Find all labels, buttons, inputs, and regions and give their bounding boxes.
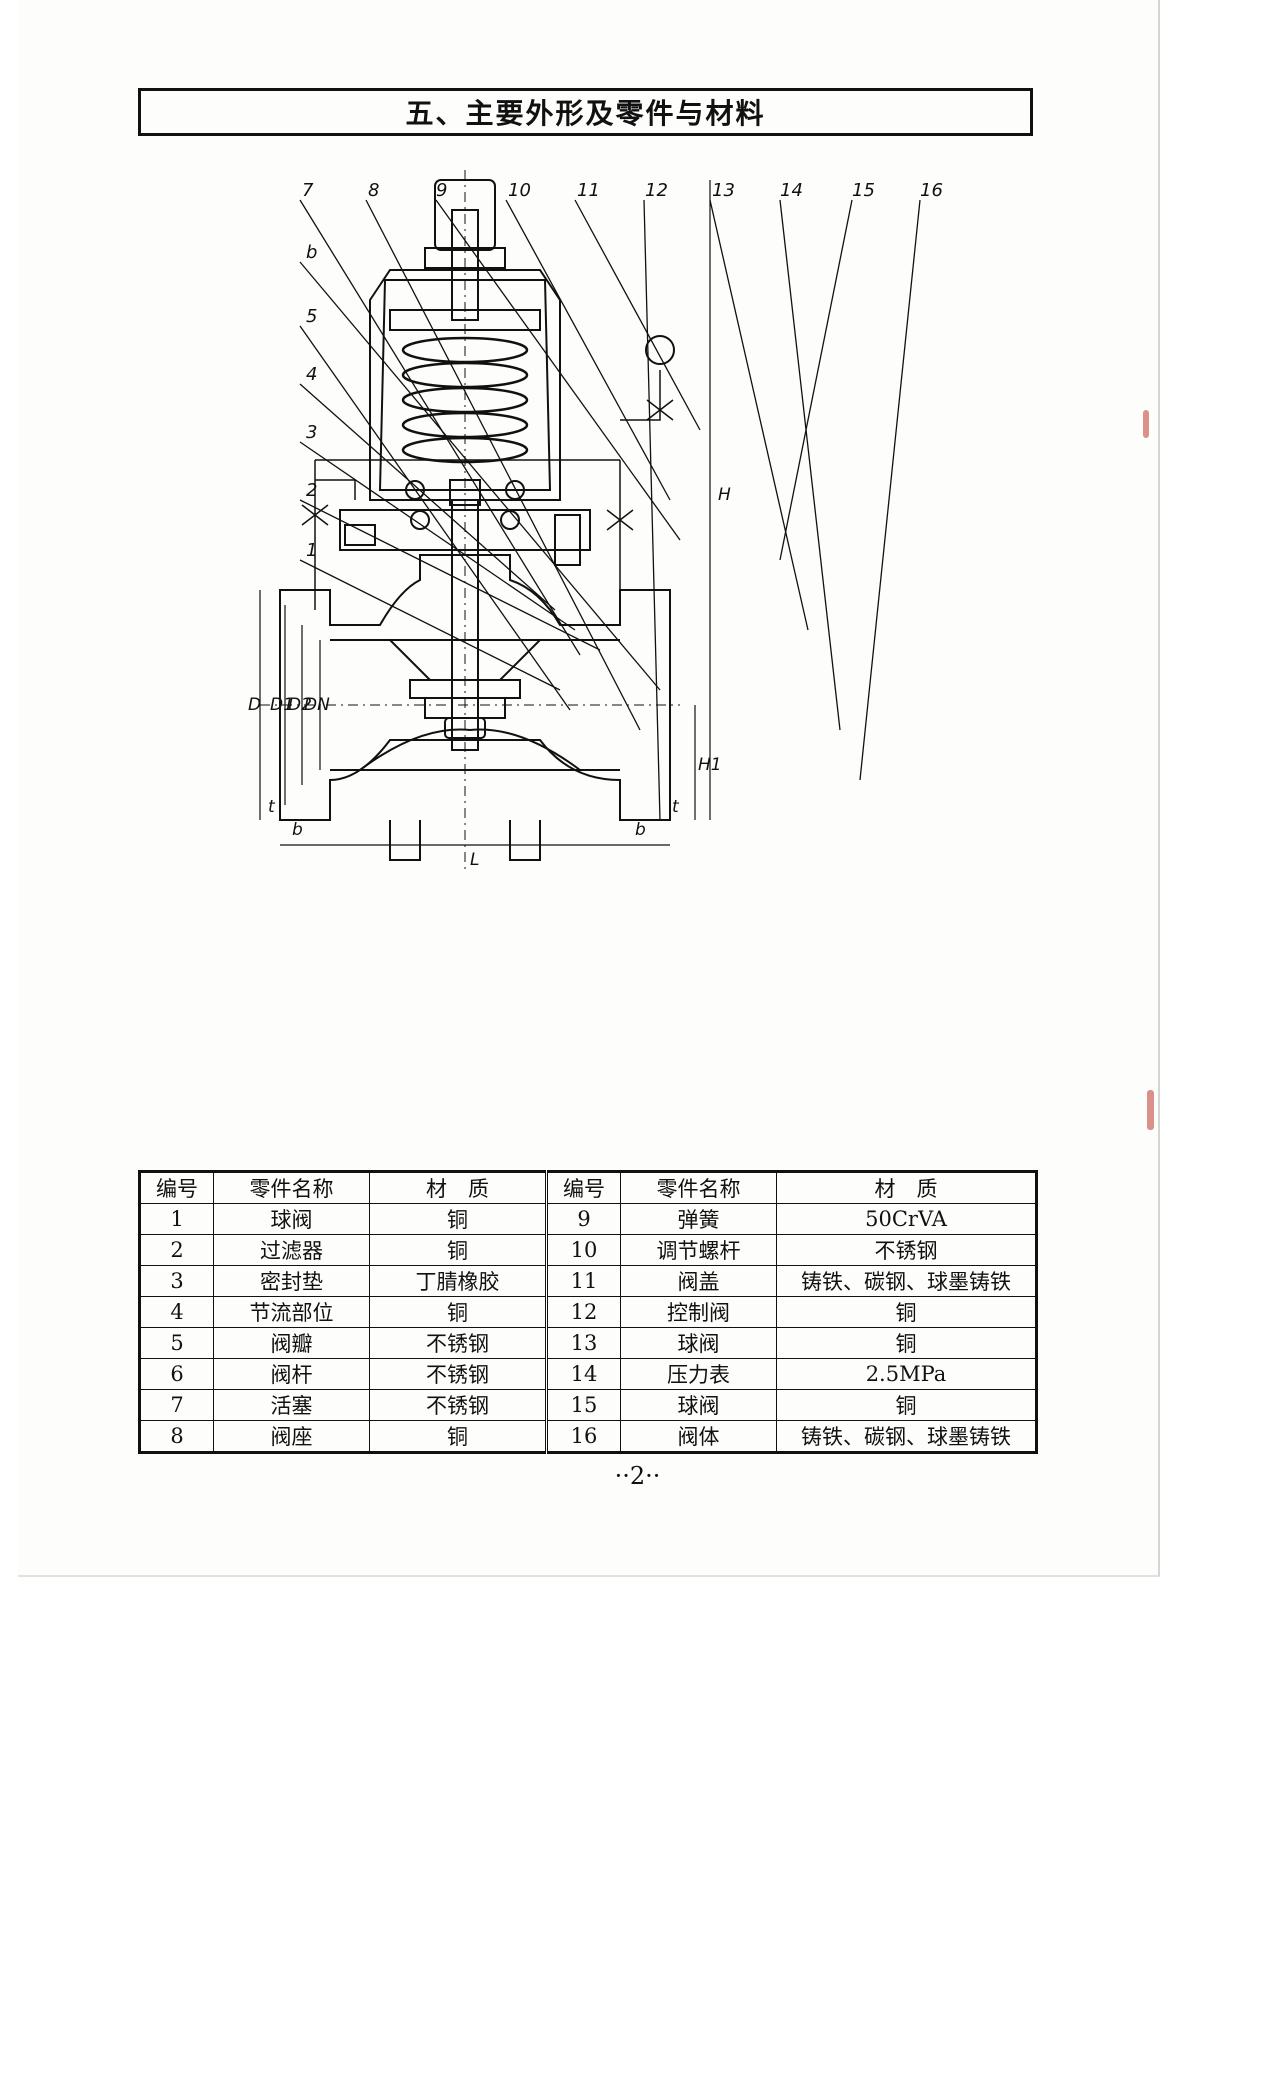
- cell-material: 铜: [776, 1389, 1037, 1421]
- cell-part-name: 活塞: [213, 1389, 370, 1421]
- dim-D1: D1: [270, 695, 294, 715]
- callout-2: 2: [306, 480, 317, 501]
- dim-H: H: [718, 485, 731, 505]
- callout-16: 16: [920, 180, 943, 201]
- dim-L: L: [470, 850, 479, 870]
- callout-4: 4: [306, 364, 317, 385]
- cell-part-name: 球阀: [213, 1203, 370, 1235]
- cell-no: 8: [139, 1420, 214, 1453]
- cell-material: 不锈钢: [369, 1358, 547, 1390]
- cell-no: 10: [545, 1234, 621, 1266]
- header-material: 材 质: [369, 1171, 547, 1204]
- callout-12: 12: [645, 180, 668, 201]
- callout-1: 1: [306, 540, 317, 561]
- cell-part-name: 调节螺杆: [620, 1234, 777, 1266]
- cell-part-name: 密封垫: [213, 1265, 370, 1297]
- dim-D: D: [248, 695, 261, 715]
- cell-material: 铸铁、碳钢、球墨铸铁: [776, 1265, 1037, 1297]
- cell-no: 6: [139, 1358, 214, 1390]
- scan-mark: [1147, 1090, 1154, 1130]
- cell-material: 50CrVA: [776, 1203, 1037, 1235]
- dim-D2: D2: [288, 695, 312, 715]
- callout-8: 8: [368, 180, 379, 201]
- callout-11: 11: [577, 180, 600, 201]
- cell-no: 7: [139, 1389, 214, 1421]
- cell-part-name: 弹簧: [620, 1203, 777, 1235]
- dim-t-right: t: [672, 797, 680, 817]
- callout-10: 10: [508, 180, 531, 201]
- dim-t-left: t: [268, 797, 276, 817]
- cell-part-name: 阀瓣: [213, 1327, 370, 1359]
- page-title: 五、主要外形及零件与材料: [138, 88, 1033, 136]
- cell-part-name: 过滤器: [213, 1234, 370, 1266]
- cell-part-name: 阀盖: [620, 1265, 777, 1297]
- callout-6: b: [306, 242, 317, 263]
- header-material: 材 质: [776, 1171, 1037, 1204]
- callout-3: 3: [306, 422, 317, 443]
- page-number: ··2··: [614, 1462, 661, 1490]
- table-header-row: 编号 零件名称 材 质 编号 零件名称 材 质: [139, 1171, 1037, 1204]
- dim-H1: H1: [698, 755, 722, 775]
- cell-no: 4: [139, 1296, 214, 1328]
- callout-9: 9: [436, 180, 447, 201]
- dim-b-right: b: [635, 820, 646, 840]
- cell-no: 15: [545, 1389, 621, 1421]
- cell-material: 铜: [369, 1296, 547, 1328]
- cell-part-name: 控制阀: [620, 1296, 777, 1328]
- cell-material: 铜: [369, 1420, 547, 1453]
- dim-DN: DN: [304, 695, 330, 715]
- cell-no: 1: [139, 1203, 214, 1235]
- cell-material: 不锈钢: [369, 1389, 547, 1421]
- callout-5: 5: [306, 306, 317, 327]
- callout-14: 14: [780, 180, 803, 201]
- scan-mark: [1143, 410, 1149, 438]
- header-part-name: 零件名称: [620, 1171, 777, 1204]
- cell-part-name: 阀杆: [213, 1358, 370, 1390]
- cell-material: 丁腈橡胶: [369, 1265, 547, 1297]
- header-no: 编号: [139, 1171, 214, 1204]
- cell-part-name: 压力表: [620, 1358, 777, 1390]
- dim-b-left: b: [292, 820, 303, 840]
- cell-no: 2: [139, 1234, 214, 1266]
- cell-material: 不锈钢: [369, 1327, 547, 1359]
- callout-13: 13: [712, 180, 735, 201]
- cell-material: 铜: [776, 1296, 1037, 1328]
- cell-material: 铜: [369, 1203, 547, 1235]
- cell-no: 9: [545, 1203, 621, 1235]
- cell-material: 2.5MPa: [776, 1358, 1037, 1390]
- callout-7: 7: [302, 180, 314, 201]
- cell-material: 不锈钢: [776, 1234, 1037, 1266]
- cell-material: 铜: [369, 1234, 547, 1266]
- cell-no: 3: [139, 1265, 214, 1297]
- callout-15: 15: [852, 180, 875, 201]
- cell-part-name: 球阀: [620, 1389, 777, 1421]
- cell-material: 铜: [776, 1327, 1037, 1359]
- cell-material: 铸铁、碳钢、球墨铸铁: [776, 1420, 1037, 1453]
- cell-no: 5: [139, 1327, 214, 1359]
- cell-no: 13: [545, 1327, 621, 1359]
- valve-drawing: 7 8 9 10 11 12 13 14 15 16 b 5 4 3 2 1: [240, 170, 970, 1150]
- cell-no: 11: [545, 1265, 621, 1297]
- cell-part-name: 球阀: [620, 1327, 777, 1359]
- cell-no: 12: [545, 1296, 621, 1328]
- cell-part-name: 阀座: [213, 1420, 370, 1453]
- cell-no: 16: [545, 1420, 621, 1453]
- header-part-name: 零件名称: [213, 1171, 370, 1204]
- cell-part-name: 阀体: [620, 1420, 777, 1453]
- cell-no: 14: [545, 1358, 621, 1390]
- header-no: 编号: [545, 1171, 621, 1204]
- cell-part-name: 节流部位: [213, 1296, 370, 1328]
